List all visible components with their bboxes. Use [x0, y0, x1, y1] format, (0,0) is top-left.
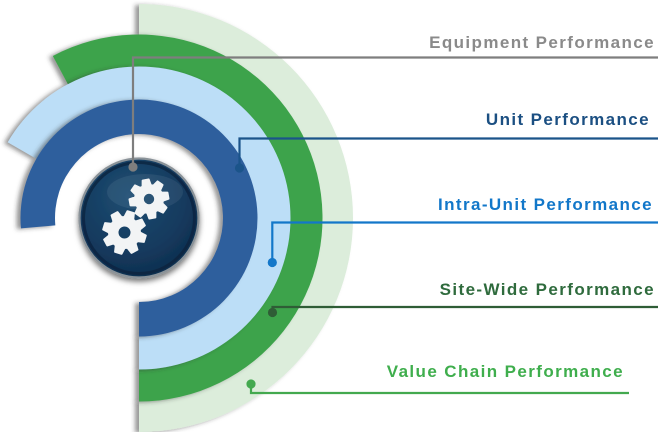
label-intra-unit-performance: Intra-Unit Performance — [437, 195, 653, 214]
connector-dot-value-chain — [246, 379, 256, 389]
rings-layer — [7, 4, 353, 432]
connector-dot-site-wide — [267, 307, 278, 318]
label-unit-performance: Unit Performance — [485, 110, 650, 129]
connector-line-unit — [238, 137, 658, 164]
connector-line-intra-unit — [271, 221, 658, 259]
label-equipment-performance: Equipment Performance — [429, 33, 655, 52]
ring-site-wide — [52, 34, 323, 402]
connector-equipment — [128, 56, 658, 172]
connector-site-wide — [267, 305, 658, 318]
gear-large-icon — [102, 210, 147, 255]
label-value-chain-performance: Value Chain Performance — [386, 362, 624, 381]
hub-badge — [78, 157, 200, 279]
label-site-wide-performance: Site-Wide Performance — [439, 280, 655, 299]
hub-badge-circle — [78, 157, 200, 279]
connector-unit — [234, 137, 658, 173]
connector-line-value-chain — [249, 388, 629, 395]
gear-small-icon — [128, 178, 170, 220]
ring-value-chain — [139, 4, 353, 432]
connector-dot-intra-unit — [267, 257, 277, 268]
connector-value-chain — [246, 379, 629, 395]
hub-badge-inner-rim — [82, 161, 196, 275]
connector-dot-equipment — [128, 162, 138, 172]
connector-layer — [128, 56, 658, 395]
connector-dot-unit — [234, 163, 245, 173]
connector-line-equipment — [131, 56, 658, 163]
connector-intra-unit — [267, 221, 658, 268]
